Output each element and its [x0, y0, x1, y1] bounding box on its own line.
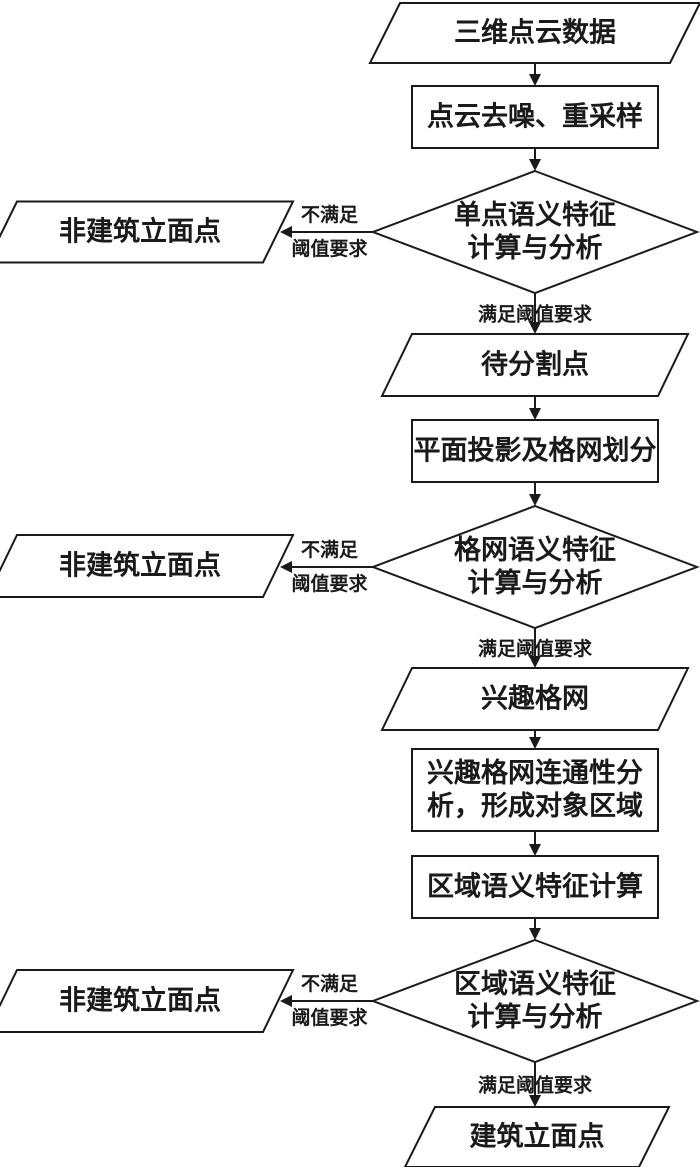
edge-n2-n3: [529, 148, 541, 171]
data-parallelogram: [0, 200, 295, 264]
decision-diamond: [370, 169, 700, 295]
data-parallelogram: [380, 667, 690, 731]
data-parallelogram: [380, 333, 690, 397]
edge-label: 满足阈值要求: [478, 303, 593, 326]
arrowhead-icon: [529, 844, 541, 856]
edge-label: 不满足: [301, 538, 359, 561]
node-parallelogram-n1: 三维点云数据: [368, 1, 700, 64]
process-box: [411, 748, 659, 832]
node-label: 格网语义特征: [454, 535, 616, 566]
arrowhead-icon: [529, 928, 541, 940]
node-rectangle-n5: 平面投影及格网划分: [411, 419, 659, 483]
node-label: 平面投影及格网划分: [414, 436, 657, 467]
edge-n7-n8: [529, 730, 541, 749]
arrowhead-icon: [280, 995, 292, 1007]
data-parallelogram: [403, 1106, 671, 1167]
edge-n8-n9: [529, 831, 541, 856]
node-label: 非建筑立面点: [59, 216, 221, 248]
node-rectangle-n2: 点云去噪、重采样: [411, 85, 659, 149]
edge-label: 阈值要求: [291, 237, 368, 260]
node-label: 单点语义特征: [454, 200, 616, 231]
arrowhead-icon: [280, 561, 292, 573]
edge-label: 满足阈值要求: [478, 637, 593, 660]
arrowhead-icon: [280, 226, 292, 238]
node-parallelogram-n4: 待分割点: [380, 333, 690, 397]
node-label: 非建筑立面点: [59, 550, 221, 582]
edge-n4-n5: [529, 396, 541, 420]
arrowhead-icon: [529, 159, 541, 171]
arrowhead-icon: [529, 737, 541, 749]
data-parallelogram: [368, 1, 700, 64]
arrowhead-icon: [529, 74, 541, 86]
node-label: 兴趣格网连通性分: [427, 757, 643, 789]
edge-label: 不满足: [301, 972, 359, 995]
edge-n5-n6: [529, 482, 541, 506]
arrowhead-icon: [529, 656, 541, 668]
node-label: 计算与分析: [468, 567, 603, 599]
edge-label: 阈值要求: [291, 572, 368, 595]
edge-label: 满足阈值要求: [478, 1074, 593, 1097]
node-label: 三维点云数据: [454, 18, 616, 49]
arrowhead-icon: [529, 494, 541, 506]
edge-label: 不满足: [301, 203, 359, 226]
arrowhead-icon: [529, 408, 541, 420]
edge-n6-n7: 满足阈值要求: [478, 628, 593, 668]
node-rectangle-n9: 区域语义特征计算: [411, 855, 659, 919]
data-parallelogram: [0, 969, 295, 1033]
process-box: [411, 85, 659, 149]
node-label: 建筑立面点: [470, 1121, 605, 1153]
node-parallelogram-n11: 建筑立面点: [403, 1106, 671, 1167]
decision-diamond: [370, 938, 700, 1064]
node-label: 区域语义特征: [454, 969, 616, 1000]
node-parallelogram-n7: 兴趣格网: [380, 667, 690, 731]
node-parallelogram-n10r: 非建筑立面点: [0, 969, 295, 1033]
node-label: 待分割点: [481, 349, 589, 381]
node-label: 计算与分析: [468, 1001, 603, 1033]
node-label: 计算与分析: [468, 232, 603, 264]
edge-n1-n2: [529, 63, 541, 86]
node-parallelogram-n6r: 非建筑立面点: [0, 534, 295, 598]
data-parallelogram: [0, 534, 295, 598]
edge-n3-n4: 满足阈值要求: [478, 293, 593, 334]
node-label: 兴趣格网: [481, 684, 589, 715]
node-parallelogram-n3r: 非建筑立面点: [0, 200, 295, 264]
node-label: 区域语义特征计算: [427, 871, 643, 903]
process-box: [411, 419, 659, 483]
node-label: 非建筑立面点: [59, 985, 221, 1017]
arrowhead-icon: [529, 1095, 541, 1107]
decision-diamond: [370, 504, 700, 630]
node-label: 析，形成对象区域: [427, 790, 643, 822]
edge-n10-n11: 满足阈值要求: [478, 1062, 593, 1107]
process-box: [411, 855, 659, 919]
edge-n9-n10: [529, 918, 541, 940]
node-label: 点云去噪、重采样: [427, 101, 643, 133]
edge-label: 阈值要求: [291, 1006, 368, 1029]
arrowhead-icon: [529, 322, 541, 334]
